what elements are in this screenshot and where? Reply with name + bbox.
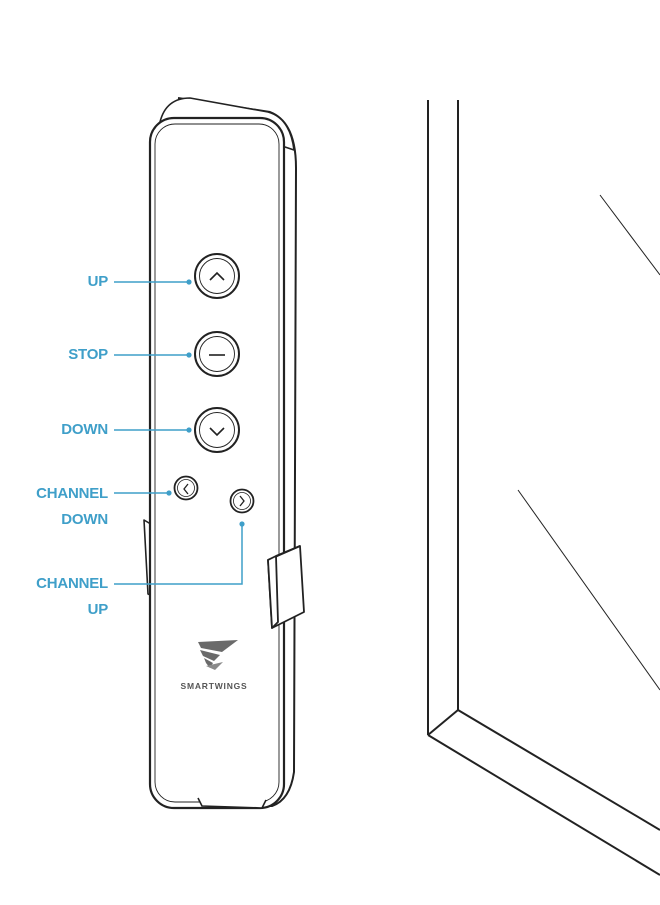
leader-dot-channel-down bbox=[166, 490, 172, 496]
smartwings-logo-icon bbox=[198, 640, 238, 670]
label-stop: STOP bbox=[68, 346, 108, 363]
leader-dot-down bbox=[186, 427, 192, 433]
window-frame bbox=[427, 100, 660, 876]
leader-dot-up bbox=[186, 279, 192, 285]
label-channel-down-line2: DOWN bbox=[61, 511, 108, 528]
chevron-left-icon bbox=[183, 483, 189, 495]
button-channel-up[interactable] bbox=[229, 488, 255, 514]
label-down: DOWN bbox=[61, 421, 108, 438]
label-channel-up-line2: UP bbox=[87, 601, 109, 618]
button-stop[interactable] bbox=[194, 331, 240, 377]
label-up: UP bbox=[87, 273, 109, 290]
label-channel-up-line1: CHANNEL bbox=[36, 575, 108, 592]
label-channel-down-line1: CHANNEL bbox=[36, 485, 108, 502]
label-channel-down: CHANNEL DOWN bbox=[20, 481, 108, 533]
button-up[interactable] bbox=[194, 253, 240, 299]
button-down[interactable] bbox=[194, 407, 240, 453]
remote-body bbox=[148, 97, 297, 810]
callout-lines bbox=[114, 279, 245, 585]
label-channel-up: CHANNEL UP bbox=[20, 571, 108, 623]
chevron-right-icon bbox=[239, 495, 245, 507]
leader-channel-up bbox=[114, 526, 243, 585]
leader-dot-channel-up bbox=[239, 521, 245, 527]
brand-name: SMARTWINGS bbox=[180, 681, 247, 691]
leader-dot-stop bbox=[186, 352, 192, 358]
chevron-down-icon bbox=[209, 427, 225, 437]
chevron-up-icon bbox=[209, 271, 225, 281]
button-channel-down[interactable] bbox=[173, 475, 199, 501]
wall-holder-front bbox=[267, 545, 305, 629]
